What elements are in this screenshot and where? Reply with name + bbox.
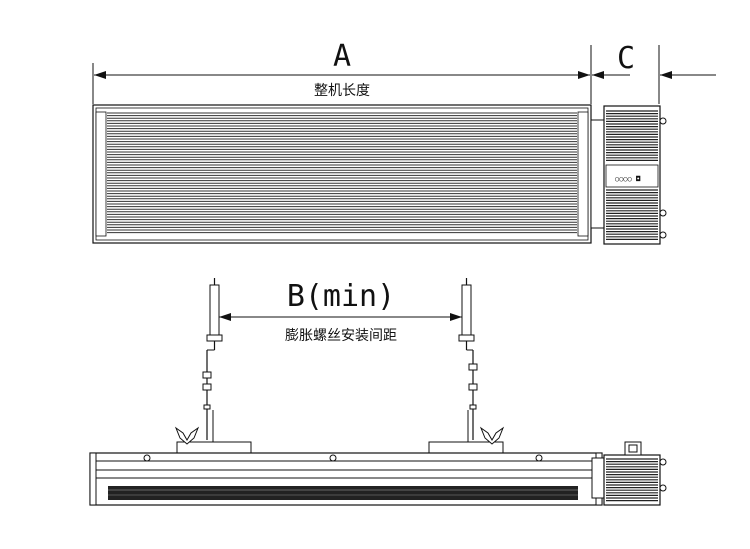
right-mounting-bracket xyxy=(428,426,505,454)
expansion-bolt-icon xyxy=(209,284,220,336)
control-box-connector xyxy=(591,457,605,499)
chain-clip xyxy=(469,404,477,410)
dimension-b-label: B(min) xyxy=(287,279,395,314)
control-box-connector xyxy=(590,119,605,229)
wing-nut-icon xyxy=(479,426,505,445)
control-box-vents-top xyxy=(606,110,658,161)
left-hanger xyxy=(202,278,223,442)
end-cap-left xyxy=(89,452,97,506)
knob-bottom xyxy=(659,231,667,239)
chain-clip xyxy=(203,404,211,410)
dimension-a-label: A xyxy=(333,39,351,74)
chain-clip xyxy=(202,383,212,391)
bolt-nut xyxy=(206,334,223,342)
control-box-vents-side xyxy=(606,458,658,502)
top-view: A 整机长度 C ○○○○ ◘ xyxy=(92,39,716,245)
end-cap-left xyxy=(95,111,107,237)
heating-fins xyxy=(107,112,577,234)
knob-top xyxy=(659,117,667,125)
dimension-c-label: C xyxy=(617,41,635,76)
control-box-side xyxy=(591,441,667,506)
bolt-nut xyxy=(458,334,475,342)
knob-mid xyxy=(659,209,667,217)
wing-nut-icon xyxy=(174,426,200,445)
indicator-lights: ○○○○ ◘ xyxy=(615,175,641,183)
end-cap-right xyxy=(577,111,589,237)
heating-element-strip xyxy=(108,486,578,500)
chain-clip xyxy=(202,371,212,379)
right-hanger xyxy=(458,278,478,442)
chain-clip xyxy=(468,383,478,391)
heater-body-side xyxy=(89,452,603,506)
chain-clip xyxy=(468,363,478,371)
rail-screw xyxy=(329,454,337,462)
rail-screw xyxy=(143,454,151,462)
control-box-vents-bottom xyxy=(606,189,658,240)
control-panel xyxy=(605,164,659,188)
dimension-a: A 整机长度 xyxy=(92,39,592,104)
dimension-b: B(min) 膨胀螺丝安装间距 xyxy=(219,279,462,344)
control-box-top-switch-inner xyxy=(628,444,638,453)
control-box-top: ○○○○ ◘ xyxy=(590,105,667,245)
knob-side xyxy=(659,458,667,466)
expansion-bolt-icon xyxy=(461,284,472,336)
dimension-b-caption: 膨胀螺丝安装间距 xyxy=(285,327,397,344)
rail-screw xyxy=(535,454,543,462)
heater-body-top xyxy=(92,104,592,244)
side-view: B(min) 膨胀螺丝安装间距 xyxy=(89,278,667,506)
knob-side xyxy=(659,484,667,492)
dimension-c: C xyxy=(592,41,716,104)
dimension-a-caption: 整机长度 xyxy=(314,83,370,99)
